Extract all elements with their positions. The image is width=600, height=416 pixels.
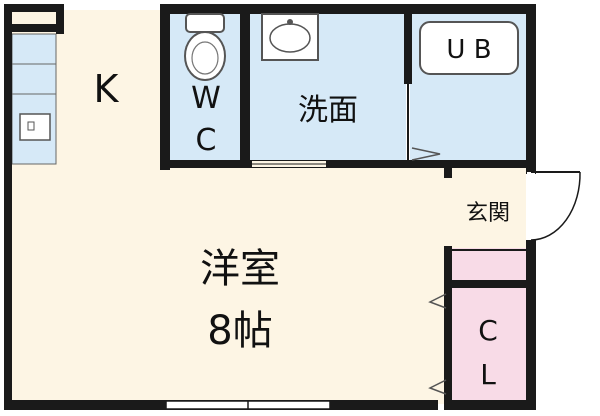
entrance-door-opening [527,172,535,240]
closet-label-bottom: L [480,358,496,391]
wc-label-top: W [191,81,221,116]
wc-label-bottom: C [196,123,217,158]
closet-label-top: C [478,314,498,347]
bath-label: U B [446,35,491,65]
closet-floor [452,288,526,402]
toilet-bowl-inner [191,41,219,75]
entrance-floor [446,168,526,250]
kitchen-counter [11,33,57,165]
kitchen-label: K [94,67,120,111]
closet-door-marker-top [428,293,447,309]
western-room-size: 8帖 [207,308,272,354]
bath-door-marker [411,147,441,161]
entrance-label: 玄関 [466,201,510,226]
kitchen-sink [19,113,51,141]
entrance-door-swing [530,171,581,241]
western-room-floor [10,164,446,404]
bathtub [419,21,519,75]
kitchen-sink-drain [27,121,35,131]
closet-small-floor [452,248,526,280]
washroom-label: 洗面 [298,93,358,128]
wash-basin-faucet [287,19,293,25]
toilet-tank [185,13,225,33]
toilet-bowl [184,31,226,81]
closet-door-marker-bottom [428,379,447,395]
western-room-label: 洋室 [200,246,280,292]
